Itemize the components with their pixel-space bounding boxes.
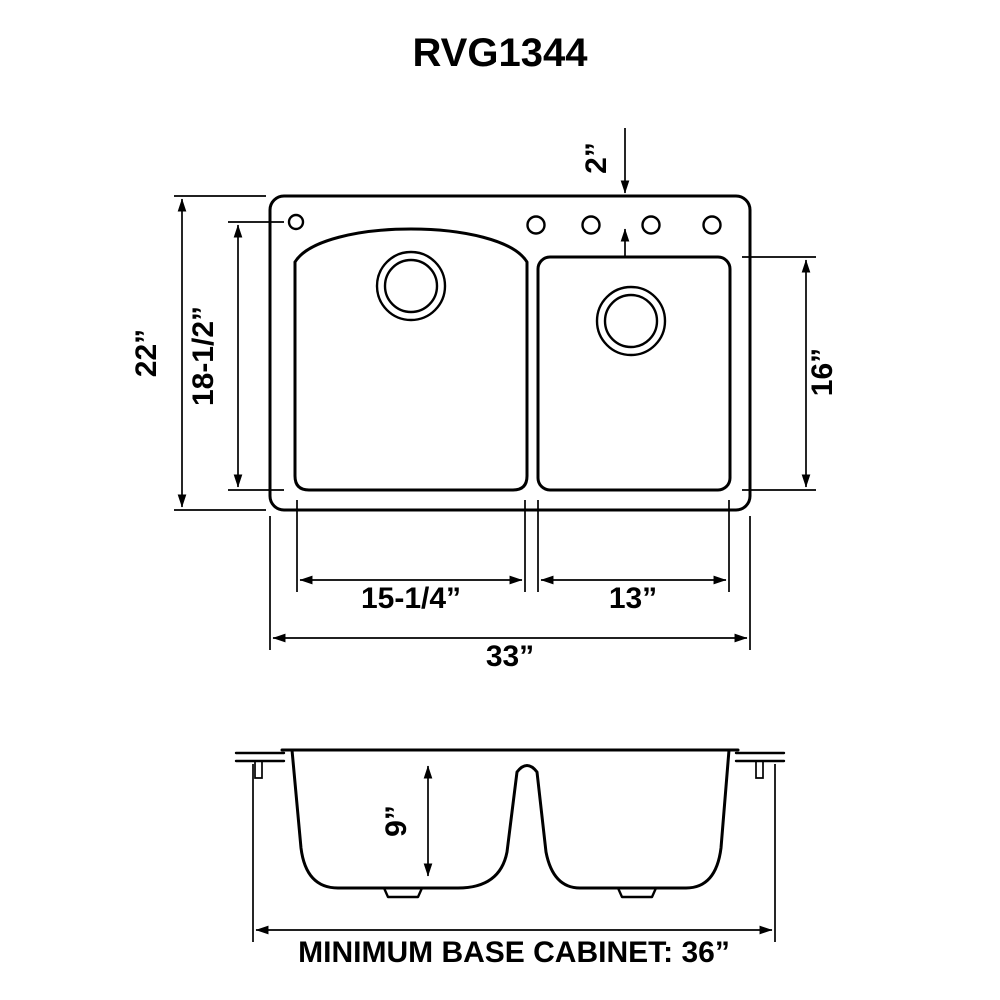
mounting-clip xyxy=(755,761,764,779)
mounting-clip xyxy=(254,761,263,779)
dim-label-overall-depth: 22” xyxy=(130,329,163,377)
model-number-title: RVG1344 xyxy=(413,31,589,75)
left-bowl-drain xyxy=(375,250,447,322)
right-drain-inner-ring xyxy=(603,293,659,349)
front-view: 9” MINIMUM BASE CABINET: 36” xyxy=(234,748,786,969)
dim-label-right-bowl-width: 13” xyxy=(609,582,657,615)
dim-label-hole-offset: 2” xyxy=(580,142,613,174)
dim-right-bowl-width: 13” xyxy=(537,500,730,615)
right-drain-fitting xyxy=(616,886,658,899)
faucet-hole-3 xyxy=(641,215,661,235)
dim-label-left-bowl-width: 15-1/4” xyxy=(361,582,461,615)
base-cabinet-note: MINIMUM BASE CABINET: 36” xyxy=(298,936,730,969)
sink-bowls-profile xyxy=(290,748,731,890)
top-view: 2” 22” 18-1/2” 16” 15-1/4” xyxy=(130,128,839,673)
countertop-left xyxy=(234,751,286,779)
dim-bowl-depth: 9” xyxy=(380,765,433,877)
dim-label-right-bowl-depth: 16” xyxy=(806,348,839,396)
countertop-right xyxy=(734,751,786,779)
dim-overall-width: 33” xyxy=(269,516,751,673)
right-bowl-drain xyxy=(595,285,667,357)
left-drain-outer-ring xyxy=(375,250,447,322)
dim-left-bowl-depth: 18-1/2” xyxy=(187,221,284,491)
dim-label-overall-width: 33” xyxy=(486,640,534,673)
faucet-hole-1 xyxy=(526,215,546,235)
dim-left-bowl-width: 15-1/4” xyxy=(296,500,526,615)
dim-base-cabinet: MINIMUM BASE CABINET: 36” xyxy=(252,764,776,969)
sink-rim-outline xyxy=(268,194,752,512)
faucet-hole-4 xyxy=(702,215,722,235)
faucet-hole-2 xyxy=(581,215,601,235)
right-bowl-outline xyxy=(536,255,732,492)
left-drain-fitting xyxy=(382,886,424,899)
right-drain-outer-ring xyxy=(595,285,667,357)
dim-overall-depth: 22” xyxy=(130,195,266,511)
dim-label-bowl-depth: 9” xyxy=(380,805,413,837)
left-drain-inner-ring xyxy=(383,258,439,314)
dim-faucet-hole-offset: 2” xyxy=(580,128,630,258)
left-bowl-outline xyxy=(293,227,529,492)
dim-right-bowl-depth: 16” xyxy=(742,256,839,491)
dim-label-left-bowl-depth: 18-1/2” xyxy=(187,306,220,406)
corner-mount-hole xyxy=(287,213,305,231)
